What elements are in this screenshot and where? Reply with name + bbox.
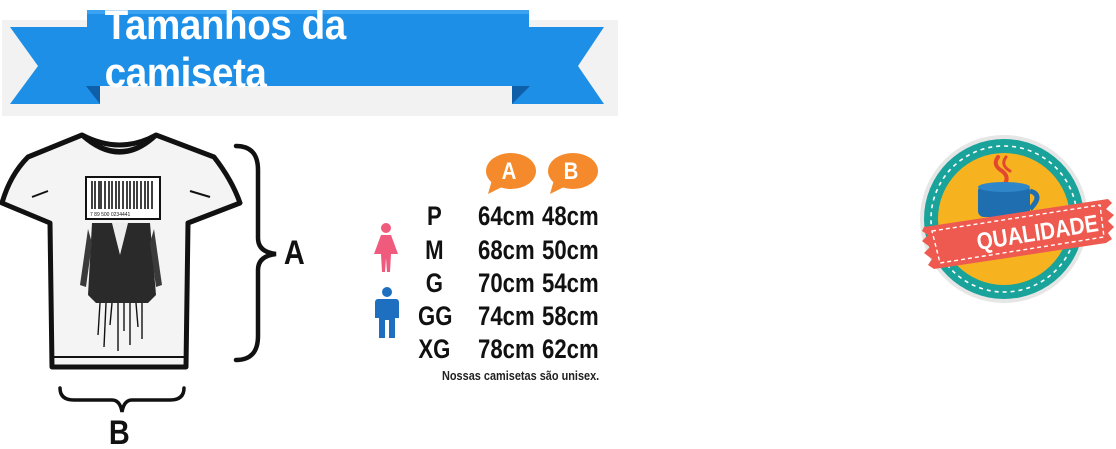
tshirt-illustration: 7 89 500 0234441	[0, 132, 243, 370]
measure-b: 62cm	[542, 334, 599, 364]
measure-a: 68cm	[478, 235, 535, 265]
quality-badge	[920, 135, 1114, 303]
measure-b: 54cm	[542, 268, 599, 298]
measure-a: 64cm	[478, 201, 535, 231]
measure-b: 48cm	[542, 201, 599, 231]
size-label: GG	[418, 301, 453, 331]
dimension-a-bracket	[233, 143, 277, 363]
speech-bubble-icon	[486, 153, 536, 194]
barcode-text: 7 89 500 0234441	[90, 212, 131, 218]
shirt-print: 7 89 500 0234441	[80, 176, 162, 351]
measure-b: 50cm	[542, 235, 599, 265]
dimension-b-label: B	[108, 414, 130, 449]
size-label: G	[425, 268, 444, 298]
column-header-b: B	[546, 150, 602, 198]
male-icon	[375, 287, 399, 338]
header-banner: Tamanhos da camiseta	[0, 0, 620, 118]
column-header-b-label: B	[563, 158, 579, 185]
coffee-cup-icon	[978, 155, 1040, 217]
measure-a: 70cm	[478, 268, 535, 298]
column-header-a: A	[484, 150, 540, 198]
size-label: M	[425, 235, 444, 265]
size-label: XG	[418, 334, 451, 364]
unisex-note: Nossas camisetas são unisex.	[442, 368, 600, 383]
measure-a: 78cm	[478, 334, 535, 364]
female-icon	[374, 223, 398, 272]
measure-b: 58cm	[542, 301, 599, 331]
page-title: Tamanhos da camiseta	[104, 1, 347, 96]
dimension-b-bracket	[58, 386, 186, 413]
size-label: P	[427, 201, 442, 231]
column-header-a-label: A	[501, 158, 517, 185]
dimension-a-label: A	[283, 234, 305, 272]
speech-bubble-icon	[548, 153, 598, 194]
banner-ribbon	[2, 10, 618, 116]
measure-a: 74cm	[478, 301, 535, 331]
